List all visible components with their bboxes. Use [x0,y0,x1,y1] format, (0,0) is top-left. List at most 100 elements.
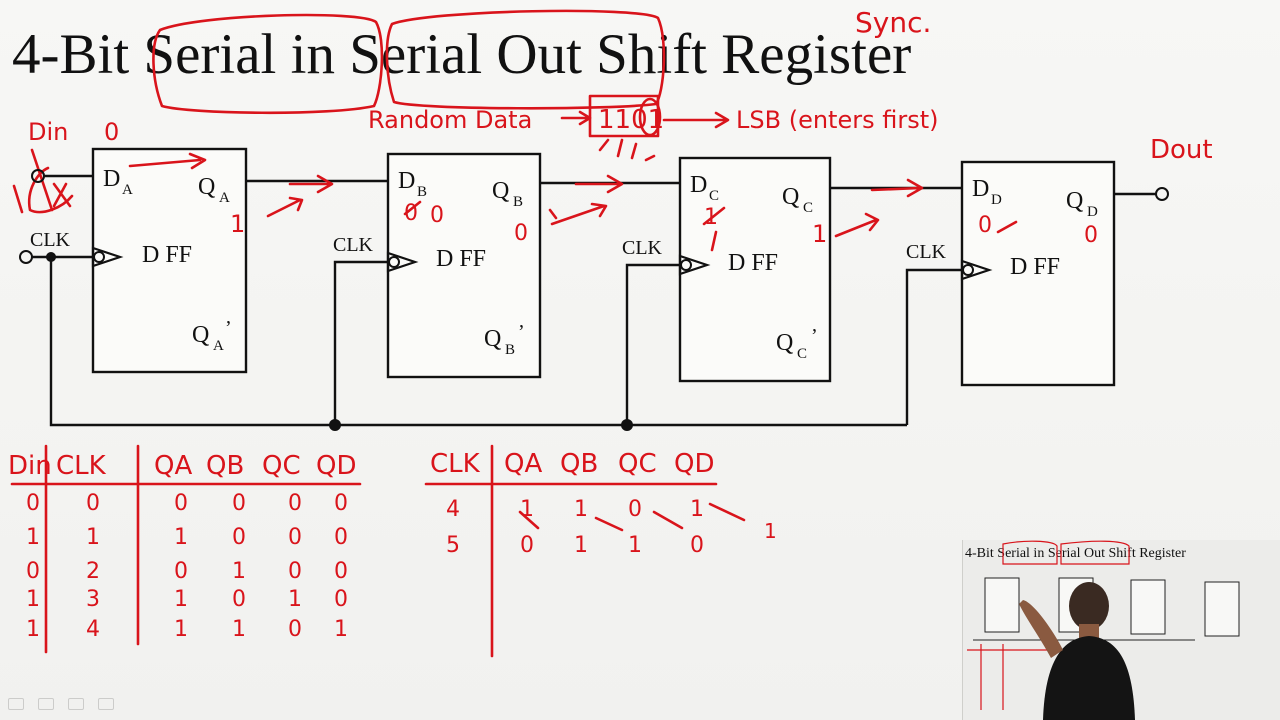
share-icon[interactable] [38,698,54,710]
table2-cell-r1-c4: 0 [690,533,704,558]
table1-cell-r2-c4: 0 [288,559,302,584]
ink-sync-note: Sync. [855,6,931,39]
ink-qc-value: 1 [812,220,827,248]
table1-cell-r1-c4: 0 [288,525,302,550]
table1-cell-r1-c5: 0 [334,525,348,550]
ffb-qbar-sub: B [505,342,515,358]
ink-circle-serial-out [385,9,666,110]
player-controls [8,698,114,710]
clk-wire-ffc [625,263,680,425]
ffa-type: D FF [142,242,192,268]
clk-wire-ffd [905,268,962,425]
prev-icon[interactable] [8,698,24,710]
table1-cell-r4-c5: 1 [334,617,348,642]
flipflop-b: D B Q B D FF Q B ’ CLK [333,152,542,379]
ink-box-data-bits [588,94,660,138]
ffb-q-label: Q [492,178,509,204]
ffd-type: D FF [1010,254,1060,280]
ffc-type: D FF [728,250,778,276]
dout-terminal [1155,187,1169,201]
table2-cell-r0-c2: 1 [574,497,588,522]
ink-qb-value: 0 [514,221,528,246]
ffb-q-sub: B [513,194,523,210]
slide-title: 4-Bit Serial in Serial Out Shift Registe… [12,23,912,86]
ffb-d-label: D [398,168,415,194]
table1-cell-r3-c1: 3 [86,587,100,612]
table2-shift-arrows [518,502,746,532]
ink-lsb-note: LSB (enters first) [736,106,938,134]
ink-din-scribble [12,148,74,214]
preview-title: 4-Bit Serial in Serial Out Shift Registe… [965,546,1186,561]
table1-cell-r2-c0: 0 [26,559,40,584]
ffd-d-sub: D [991,192,1002,208]
table1-cell-r2-c1: 2 [86,559,100,584]
flipflop-a: D A Q A D FF Q A ’ CLK [30,147,248,374]
table2-header-3: QC [618,449,657,479]
ink-arrow-qa [288,174,334,194]
ffd-d-label: D [972,176,989,202]
ink-dd-tick [996,220,1018,234]
clk-junction-3 [621,419,633,431]
table1-cell-r4-c2: 1 [174,617,188,642]
preview-canvas [967,540,1240,720]
ffc-d-label: D [690,172,707,198]
ink-arrow-to-data [560,110,592,126]
table1-cell-r0-c3: 0 [232,491,246,516]
ink-din-value: 0 [104,118,119,146]
ffc-qbar-sub: C [797,346,807,362]
ink-arrow-qb2 [550,202,608,226]
ink-arrow-to-lsb [662,111,730,129]
ink-arrow-ffa [128,152,207,170]
ffd-q-label: Q [1066,188,1083,214]
ffc-q-sub: C [803,200,813,216]
clk-wire-ffb [333,260,388,425]
ffa-d-label: D [103,166,120,192]
ffb-d-sub: B [417,184,427,200]
table1-cell-r4-c4: 0 [288,617,302,642]
ink-circle-serial-in [152,13,384,115]
table2-header-4: QD [674,449,715,479]
table1-cell-r3-c2: 1 [174,587,188,612]
ffd-q-sub: D [1087,204,1098,220]
ffa-prime: ’ [225,317,232,339]
ffb-type: D FF [436,246,486,272]
ffa-q-sub: A [219,190,230,206]
menu-icon[interactable] [68,698,84,710]
table1-cell-r0-c4: 0 [288,491,302,516]
ffa-clk-label: CLK [30,229,71,251]
ink-random-data: Random Data [368,106,532,134]
ffa-qbar-sub: A [213,338,224,354]
video-preview[interactable]: 4-Bit Serial in Serial Out Shift Registe… [962,540,1280,720]
table2-cell-r0-c3: 0 [628,497,642,522]
table1-cell-r1-c1: 1 [86,525,100,550]
table2-cell-r1-c0: 5 [446,533,460,558]
table1-cell-r4-c1: 4 [86,617,100,642]
ink-dd-value: 0 [978,213,992,238]
table1-header-5: QD [316,451,357,481]
table1-cell-r3-c3: 0 [232,587,246,612]
table1-cell-r4-c3: 1 [232,617,246,642]
ink-dc-strike [702,206,726,252]
table1-cell-r0-c5: 0 [334,491,348,516]
table1-cell-r1-c0: 1 [26,525,40,550]
table1-cell-r0-c2: 0 [174,491,188,516]
ink-data-bits: 1101 [598,105,664,135]
table2-header-0: CLK [430,449,481,479]
table2-cell-r0-c0: 4 [446,497,460,522]
ink-db-value2: 0 [430,203,444,228]
table1-cell-r3-c4: 1 [288,587,302,612]
ink-tick-marks [598,138,656,162]
table1-header-2: QA [154,451,192,481]
flipflop-c: D C Q C D FF Q C ’ CLK [622,156,832,383]
table1-header-1: CLK [56,451,107,481]
ffa-d-sub: A [122,182,133,198]
ffa-q-label: Q [198,174,215,200]
clk-junction-2 [329,419,341,431]
ffd-clk-label: CLK [906,241,947,263]
next-icon[interactable] [98,698,114,710]
table2-cell-r1-c2: 1 [574,533,588,558]
ffc-d-sub: C [709,188,719,204]
